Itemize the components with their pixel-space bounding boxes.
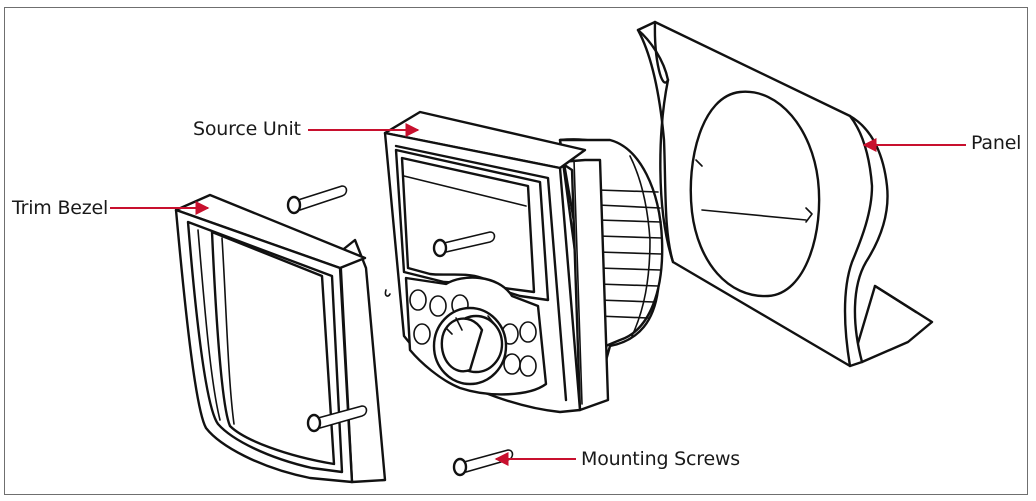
trim-bezel [174, 193, 387, 484]
panel-label: Panel [971, 132, 1022, 154]
mounting-screw [286, 185, 348, 215]
mounting-screw [452, 449, 514, 477]
mounting-screw [306, 405, 368, 433]
mounting-screws-label: Mounting Screws [581, 448, 741, 470]
trim-bezel-label: Trim Bezel [12, 197, 109, 219]
leader-lines [110, 123, 966, 466]
source-unit-label: Source Unit [193, 118, 301, 140]
panel [636, 20, 934, 368]
mounting-screw [432, 231, 496, 258]
diagram-frame [4, 7, 1028, 495]
source-unit [383, 110, 610, 414]
